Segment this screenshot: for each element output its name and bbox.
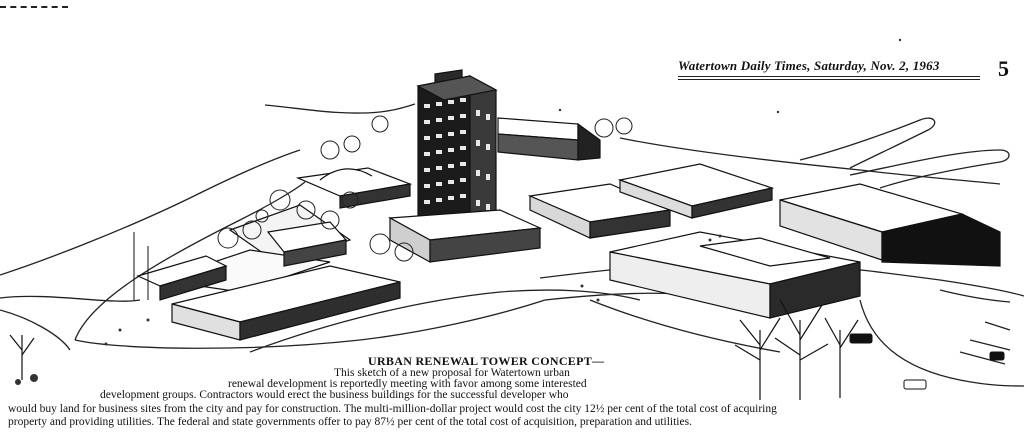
- road-outline: [589, 299, 781, 353]
- caption-line: property and providing utilities. The fe…: [8, 416, 692, 428]
- road-outline: [74, 299, 546, 349]
- trees: [217, 115, 633, 262]
- flagpoles: [133, 232, 149, 300]
- road-outline: [249, 289, 641, 353]
- building-lower-right: [609, 231, 861, 319]
- road-outline: [0, 295, 141, 302]
- road-outline: [959, 351, 1006, 365]
- road-outline: [619, 137, 1001, 185]
- caption-line: development groups. Contractors would er…: [100, 389, 569, 401]
- scatter-marks: [15, 38, 902, 385]
- building-dome: [295, 167, 413, 209]
- newspaper-masthead: Watertown Daily Times, Saturday, Nov. 2,…: [678, 58, 940, 73]
- building-far-right: [779, 183, 1001, 267]
- page-number: 5: [998, 56, 1009, 81]
- building-center-right: [617, 163, 775, 219]
- building-left-small: [136, 255, 228, 301]
- building-back-right: [497, 117, 601, 161]
- caption-line: renewal development is reportedly meetin…: [228, 378, 587, 390]
- building-left-mid: [266, 221, 348, 267]
- clipping-edge-dash: [0, 6, 68, 8]
- road-outline: [74, 181, 306, 341]
- caption-title: URBAN RENEWAL TOWER CONCEPT—: [368, 354, 605, 368]
- road-outline: [939, 289, 1011, 303]
- road-outline: [799, 117, 936, 169]
- masthead-rule: [678, 76, 980, 80]
- road-outline: [0, 309, 71, 351]
- road-outline: [0, 149, 301, 276]
- road-outline: [859, 299, 1024, 387]
- bare-trees: [9, 299, 859, 400]
- tower-base-building: [387, 209, 543, 264]
- caption-line: would buy land for business sites from t…: [8, 403, 777, 415]
- road-outline: [849, 149, 1010, 189]
- road-outline: [984, 321, 1011, 331]
- cars: [849, 333, 1005, 390]
- tower-windows: [424, 98, 490, 210]
- caption-line: This sketch of a new proposal for Watert…: [334, 367, 570, 379]
- road-outline: [264, 103, 416, 114]
- building-left-long: [171, 265, 401, 341]
- road-outline: [969, 339, 1011, 351]
